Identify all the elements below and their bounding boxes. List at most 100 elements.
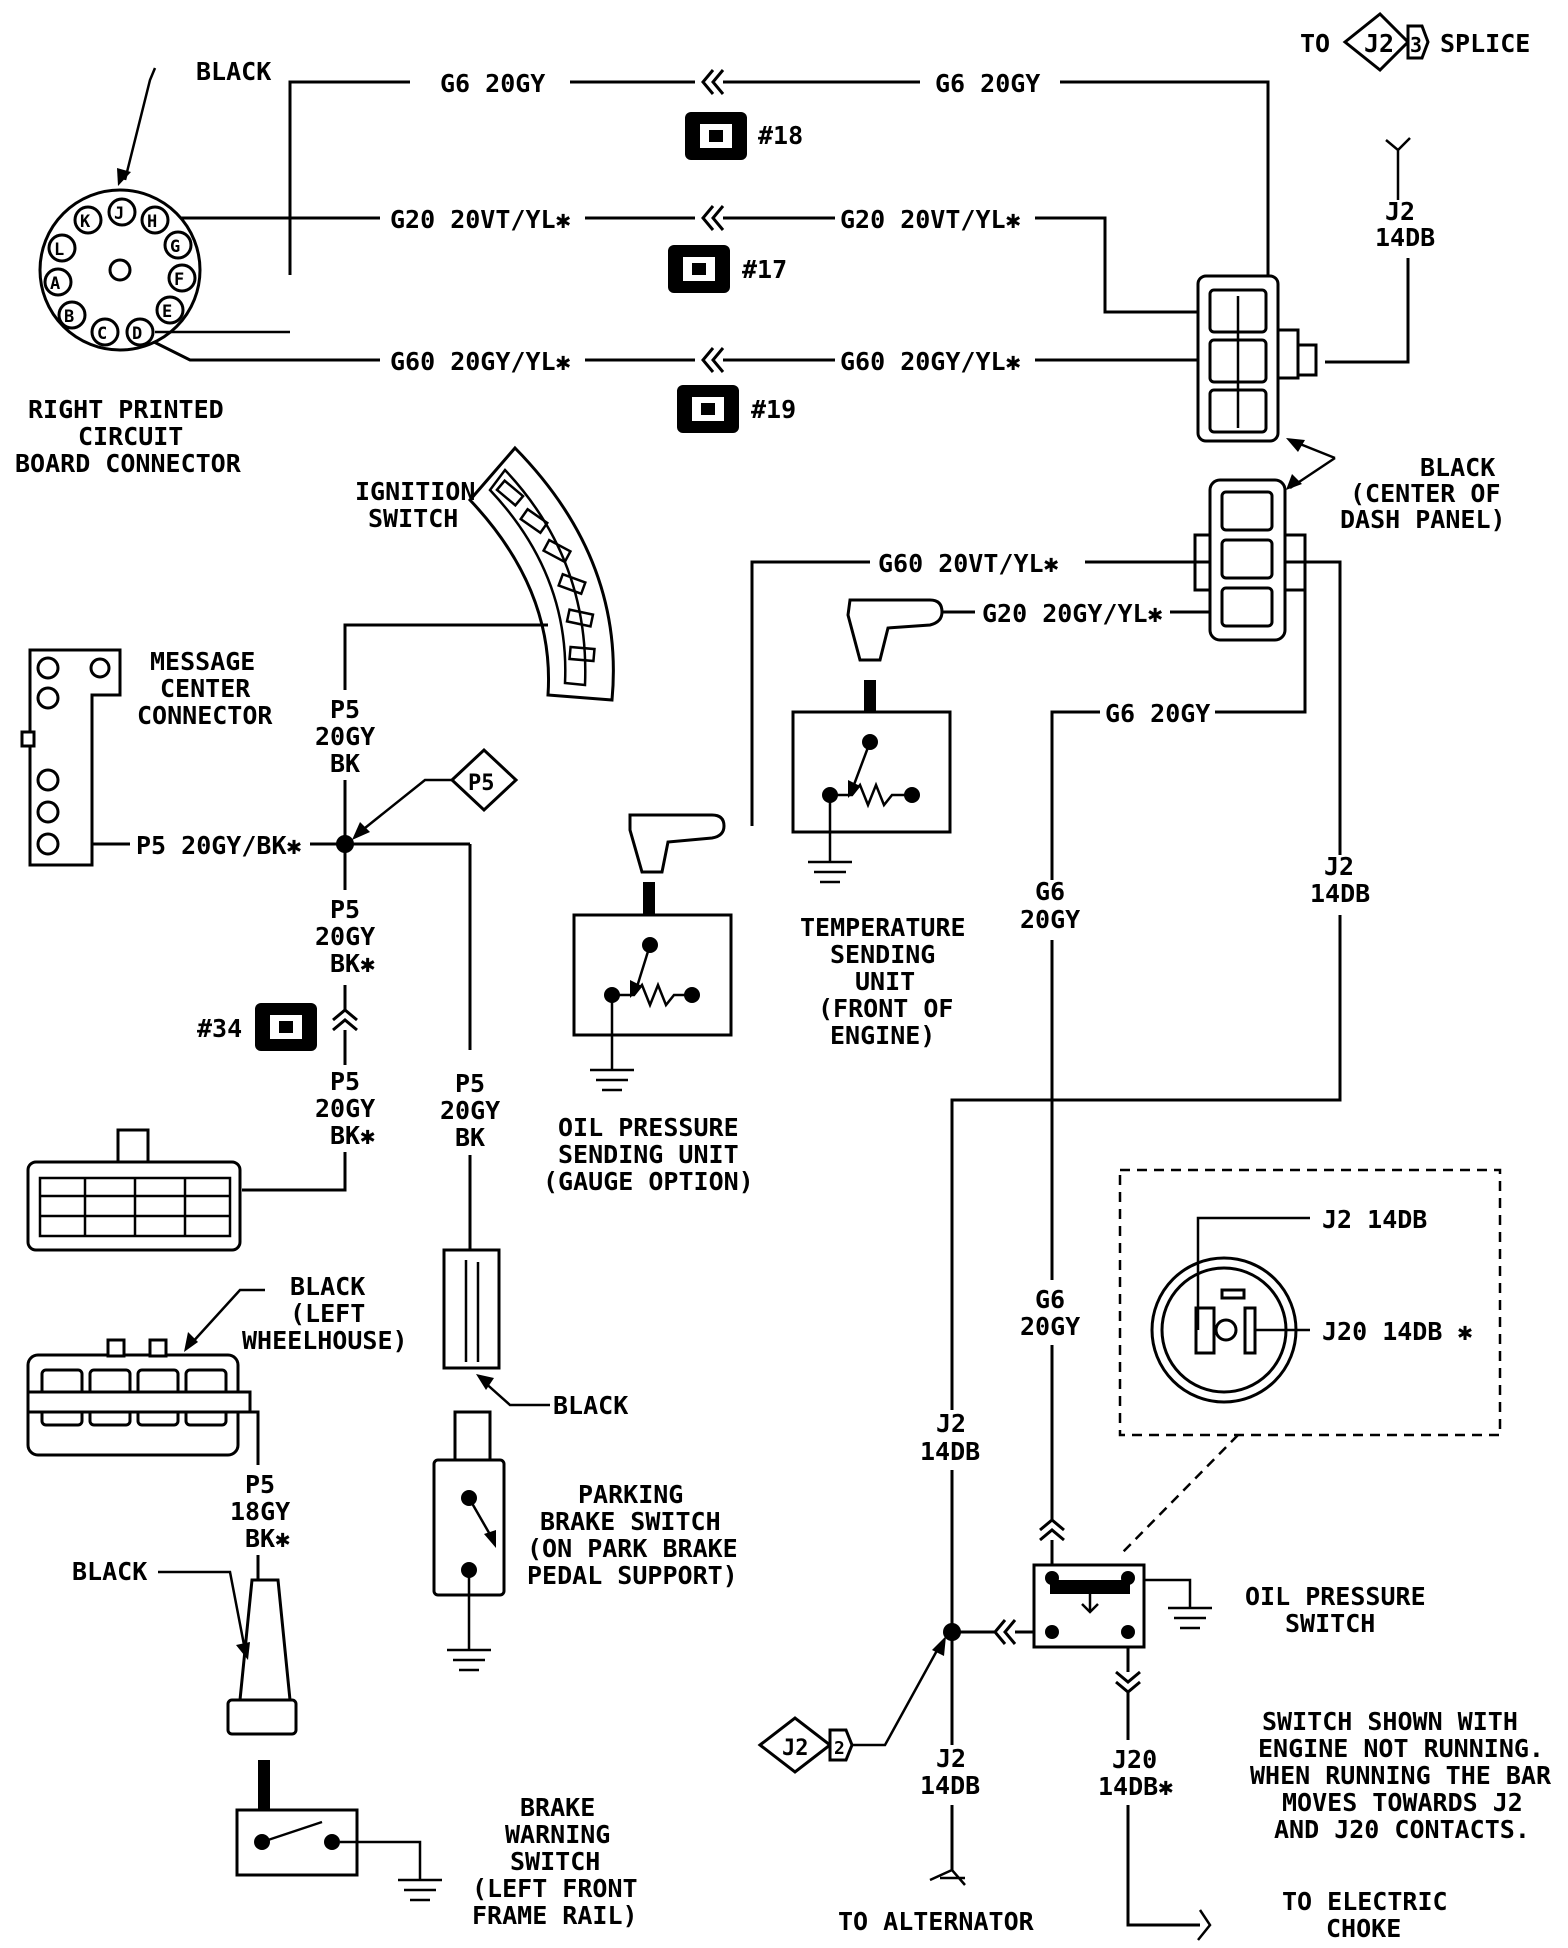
- temp-unit-l4: (FRONT OF: [818, 994, 953, 1023]
- p5-18-l2: 18GY: [230, 1497, 290, 1526]
- g6-vert1-l1: G6: [1035, 877, 1065, 906]
- oil-pressure-sending-unit: OIL PRESSURE SENDING UNIT (GAUGE OPTION): [543, 813, 754, 1196]
- p5-mid-l3: BK✱: [330, 949, 375, 978]
- inset-j2-label: J2 14DB: [1322, 1205, 1427, 1234]
- j2-top-l2: 14DB: [1375, 223, 1435, 252]
- black-center-l3: DASH PANEL): [1340, 505, 1506, 534]
- connector-19-label: #19: [751, 395, 796, 424]
- p5-low-l1: P5: [330, 1067, 360, 1096]
- ignition-l2: SWITCH: [368, 504, 458, 533]
- p5-18-l1: P5: [245, 1470, 275, 1499]
- pin-L: L: [54, 240, 64, 260]
- j2-top-l1: J2: [1385, 197, 1415, 226]
- parking-brake-switch: BLACK PARKING BRAKE SWITCH (ON PARK BRAK…: [432, 1248, 738, 1672]
- parking-l1: PARKING: [578, 1480, 683, 1509]
- oil-switch-inset: J2 14DB J20 14DB ✱: [1118, 1168, 1502, 1556]
- note-l3: WHEN RUNNING THE BAR: [1250, 1761, 1552, 1790]
- oil-pressure-switch: OIL PRESSURE SWITCH J20 14DB✱: [943, 1563, 1426, 1941]
- pin-A: A: [50, 274, 60, 294]
- black-center-l2: (CENTER OF: [1350, 479, 1501, 508]
- splice-top-splice: SPLICE: [1440, 29, 1530, 58]
- parking-l3: (ON PARK BRAKE: [527, 1534, 738, 1563]
- g6-mid-label: G6 20GY: [1105, 699, 1210, 728]
- note-l2: ENGINE NOT RUNNING.: [1258, 1734, 1544, 1763]
- connector-17: #17: [668, 245, 787, 293]
- note-l1: SWITCH SHOWN WITH: [1262, 1707, 1518, 1736]
- p5-top-l3: BK: [330, 749, 360, 778]
- oil-switch-l2: SWITCH: [1285, 1609, 1375, 1638]
- g60-wire: G60 20GY/YL✱ G60 20GY/YL✱: [139, 333, 1200, 376]
- p5-right-l3: BK: [455, 1123, 485, 1152]
- pin-D: D: [132, 324, 142, 344]
- rpcb-l1: RIGHT PRINTED: [28, 395, 224, 424]
- temp-unit-l3: UNIT: [855, 967, 915, 996]
- pin-B: B: [64, 307, 74, 327]
- brake-warning-l4: (LEFT FRONT: [472, 1874, 638, 1903]
- pin-G: G: [170, 237, 180, 257]
- j2-right-l2: 14DB: [1310, 879, 1370, 908]
- p5-18-l3: BK✱: [245, 1524, 290, 1553]
- j2-left-l2: 14DB: [920, 1437, 980, 1466]
- j20-bottom-l2: 14DB✱: [1098, 1772, 1173, 1801]
- oil-switch-l1: OIL PRESSURE: [1245, 1582, 1426, 1611]
- black-center-leaders: BLACK (CENTER OF DASH PANEL): [1286, 438, 1506, 534]
- right-pcb-connector: J H G F E D C B A L K BLACK RIGHT PRINTE…: [15, 57, 290, 478]
- center-dash-connector: [1193, 478, 1307, 642]
- j2-bottom-l2: 14DB: [920, 1771, 980, 1800]
- brake-warning-l3: SWITCH: [510, 1847, 600, 1876]
- g20-center-label: G20 20GY/YL✱: [982, 599, 1163, 628]
- p5-mid-l1: P5: [330, 895, 360, 924]
- p5-mc-label: P5 20GY/BK✱: [136, 831, 302, 860]
- connector-17-label: #17: [742, 255, 787, 284]
- g60-center-wire: G60 20VT/YL✱: [750, 549, 1210, 826]
- g60-center-label: G60 20VT/YL✱: [878, 549, 1059, 578]
- p5-right-l2: 20GY: [440, 1096, 500, 1125]
- splice-top-ref: J2: [1364, 29, 1394, 58]
- connector-19: #19: [677, 385, 796, 433]
- temp-unit-l2: SENDING: [830, 940, 935, 969]
- g6-mid-wire: G6 20GY G6 20GY G6 20GY: [1020, 560, 1307, 1565]
- temp-unit-l5: ENGINE): [830, 1021, 935, 1050]
- p5-wiring: P5 20GY BK P5 20GY/BK✱ P5 P5 20GY BK✱ P5…: [62, 695, 519, 1250]
- brake-warning-l5: FRAME RAIL): [472, 1901, 638, 1930]
- pin-J: J: [114, 204, 124, 224]
- j2-left-l1: J2: [936, 1409, 966, 1438]
- p5-low-l3: BK✱: [330, 1121, 375, 1150]
- g6-wire: G6 20GY G6 20GY: [288, 69, 1270, 282]
- j20-bottom-l1: J20: [1112, 1745, 1157, 1774]
- p5-mid-l2: 20GY: [315, 922, 375, 951]
- splice-top-to: TO: [1300, 29, 1330, 58]
- g6-right-label: G6 20GY: [935, 69, 1040, 98]
- to-alternator-label: TO ALTERNATOR: [838, 1907, 1035, 1936]
- connector-18-label: #18: [758, 121, 803, 150]
- parking-l4: PEDAL SUPPORT): [527, 1561, 738, 1590]
- p5-low-l2: 20GY: [315, 1094, 375, 1123]
- note-l5: AND J20 CONTACTS.: [1274, 1815, 1530, 1844]
- pin-C: C: [97, 324, 107, 344]
- p5-top-l1: P5: [330, 695, 360, 724]
- wheelhouse-l1: BLACK: [290, 1272, 365, 1301]
- wheelhouse-l3: WHEELHOUSE): [242, 1326, 408, 1355]
- brake-warning-l2: WARNING: [505, 1820, 610, 1849]
- splice-j2-ref: J2: [782, 1736, 809, 1761]
- parking-l2: BRAKE SWITCH: [540, 1507, 721, 1536]
- g60-left-label: G60 20GY/YL✱: [390, 347, 571, 376]
- p5-top-l2: 20GY: [315, 722, 375, 751]
- rpcb-l3: BOARD CONNECTOR: [15, 449, 242, 478]
- connector-18: #18: [685, 112, 803, 160]
- note-l4: MOVES TOWARDS J2: [1282, 1788, 1523, 1817]
- temperature-sending-unit: TEMPERATURE SENDING UNIT (FRONT OF ENGIN…: [791, 598, 966, 1050]
- g6-vert2-l1: G6: [1035, 1285, 1065, 1314]
- j2-bottom-l1: J2: [936, 1744, 966, 1773]
- to-choke-l1: TO ELECTRIC: [1282, 1887, 1448, 1916]
- rpcb-l2: CIRCUIT: [78, 422, 183, 451]
- black-park-label: BLACK: [553, 1391, 628, 1420]
- left-wheelhouse-connector: BLACK (LEFT WHEELHOUSE) P5 18GY BK✱: [26, 1272, 408, 1590]
- j2-right-wire: J2 14DB J2 14DB: [920, 560, 1370, 1745]
- black-left-label: BLACK: [72, 1557, 147, 1586]
- wheelhouse-l2: (LEFT: [290, 1299, 365, 1328]
- g60-right-label: G60 20GY/YL✱: [840, 347, 1021, 376]
- pin-H: H: [147, 212, 157, 232]
- ignition-switch: IGNITION SWITCH: [343, 445, 615, 702]
